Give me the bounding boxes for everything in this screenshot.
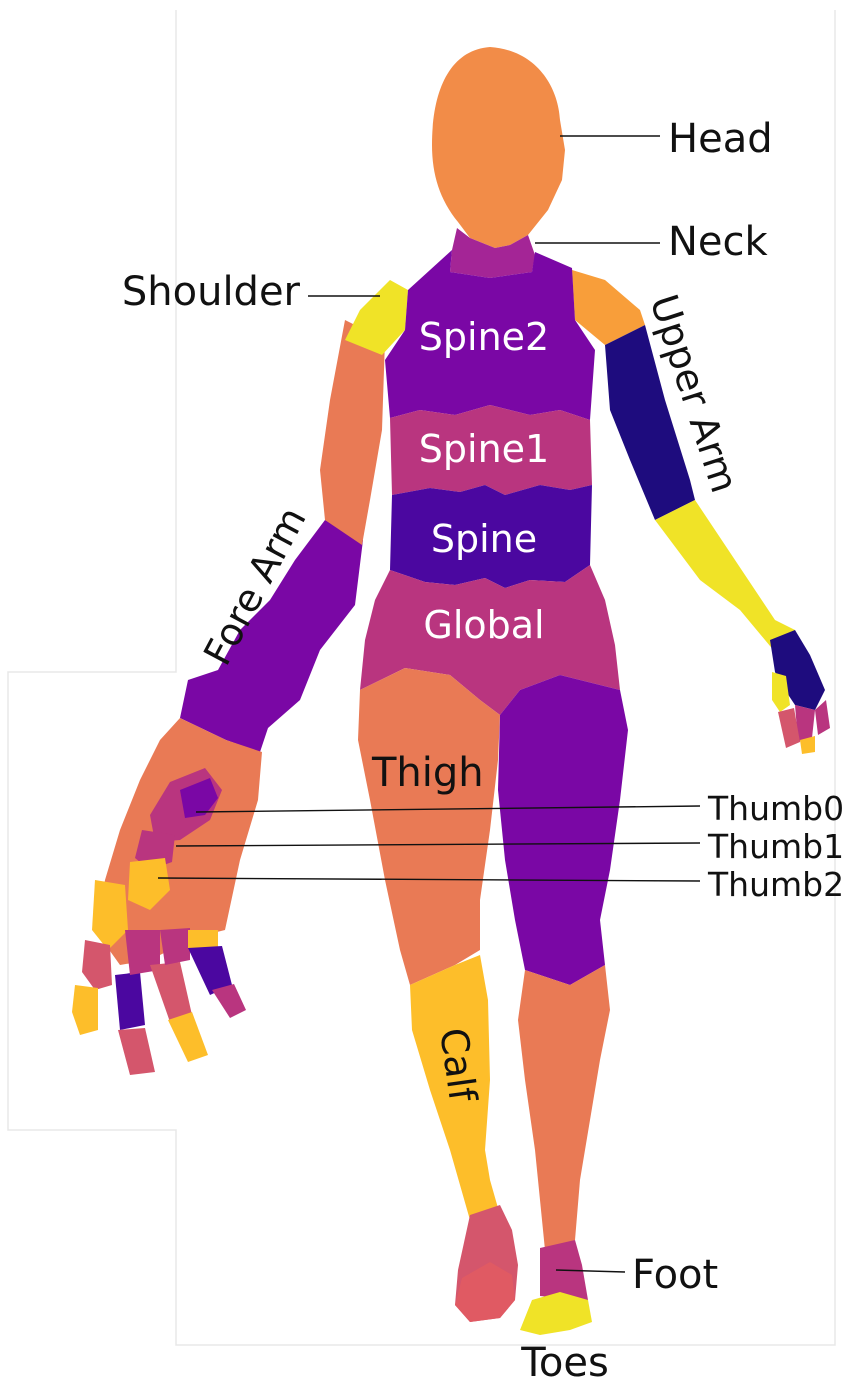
finger-mid-region [150,962,192,1022]
finger-little-tip-region [212,984,246,1018]
right-fore-arm-region [655,500,795,652]
head-region [432,47,565,248]
finger-ring-region [160,928,190,965]
left-arm [72,320,385,1075]
thumb2-label: Thumb2 [707,865,844,904]
toes-label: Toes [520,1340,609,1380]
left-upper-arm-region [320,320,385,545]
finger-little-yellow-region [188,930,218,948]
thumb0-label: Thumb0 [707,789,844,828]
right-thigh-region [498,675,628,985]
foot-label: Foot [632,1252,718,1298]
right-toes-region [520,1292,592,1335]
finger-indigo-region [115,972,145,1030]
finger-pink-lower-region [118,1028,155,1075]
global-label: Global [423,603,544,647]
thumb1-label: Thumb1 [707,827,844,866]
finger-pink-region [82,940,112,990]
spine1-label: Spine1 [419,427,549,471]
head-label: Head [668,116,773,162]
spine2-label: Spine2 [419,315,549,359]
thigh-label: Thigh [371,750,484,796]
spine-label: Spine [431,517,537,561]
neck-label: Neck [668,219,769,265]
finger-tip-region [72,985,98,1035]
right-calf-region [518,965,610,1250]
left-thigh-region [358,668,500,985]
finger-mid-tip-region [168,1012,208,1062]
shoulder-label: Shoulder [122,269,301,315]
